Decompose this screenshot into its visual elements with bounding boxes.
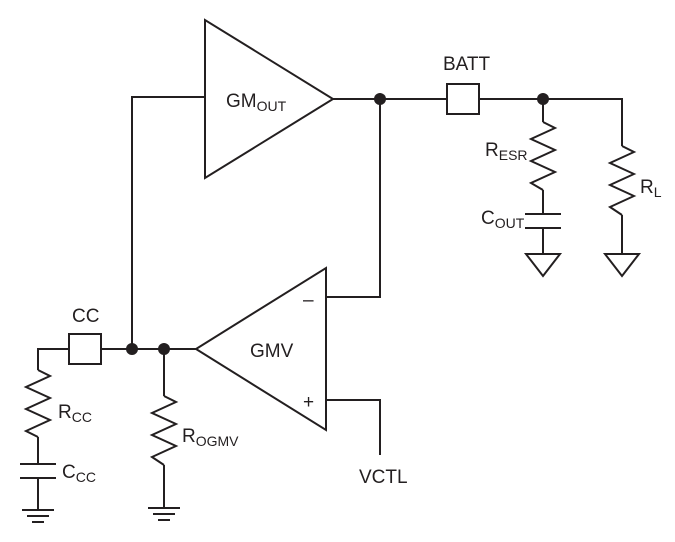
gmv-label: GMV xyxy=(250,341,294,362)
gm-out-amplifier: GMOUT xyxy=(204,18,335,180)
gmv-minus-label: – xyxy=(303,290,314,311)
c-cc-capacitor xyxy=(20,463,56,479)
gmv-amplifier: GMV – + xyxy=(194,266,327,432)
cc-box xyxy=(68,333,102,365)
r-esr-label: RESR xyxy=(485,140,528,163)
junction-dot-output xyxy=(374,93,386,105)
c-out-label: COUT xyxy=(481,208,525,231)
junction-dots xyxy=(126,93,549,355)
r-l-resistor xyxy=(607,145,637,216)
r-cc-label: RCC xyxy=(58,402,92,425)
ground-triangle-rl xyxy=(602,253,642,278)
junction-dot-esr xyxy=(537,93,549,105)
r-l-label: RL xyxy=(640,177,662,200)
gm-out-label: GMOUT xyxy=(226,91,287,114)
r-ogmv-resistor xyxy=(149,395,179,466)
cc-label: CC xyxy=(72,306,99,327)
batt-port: BATT xyxy=(443,54,491,115)
r-esr-resistor xyxy=(528,121,558,191)
wires xyxy=(37,96,623,510)
ground-lines-cc xyxy=(22,509,54,523)
r-ogmv-label: ROGMV xyxy=(182,426,239,449)
vctl-label: VCTL xyxy=(359,467,408,488)
gmv-plus-label: + xyxy=(303,392,314,413)
c-cc-label: CCC xyxy=(62,462,96,485)
r-cc-resistor xyxy=(23,369,53,438)
gm-out-triangle xyxy=(204,18,335,180)
junction-dot-rogmv xyxy=(158,343,170,355)
ground-triangle-esr xyxy=(523,253,563,278)
c-out-capacitor xyxy=(525,213,561,229)
cc-port: CC xyxy=(68,306,102,365)
gmv-triangle xyxy=(194,266,327,432)
junction-dot-cc-node xyxy=(126,343,138,355)
batt-label: BATT xyxy=(443,54,491,75)
ground-lines-rogmv xyxy=(148,507,180,521)
batt-box xyxy=(446,83,480,115)
